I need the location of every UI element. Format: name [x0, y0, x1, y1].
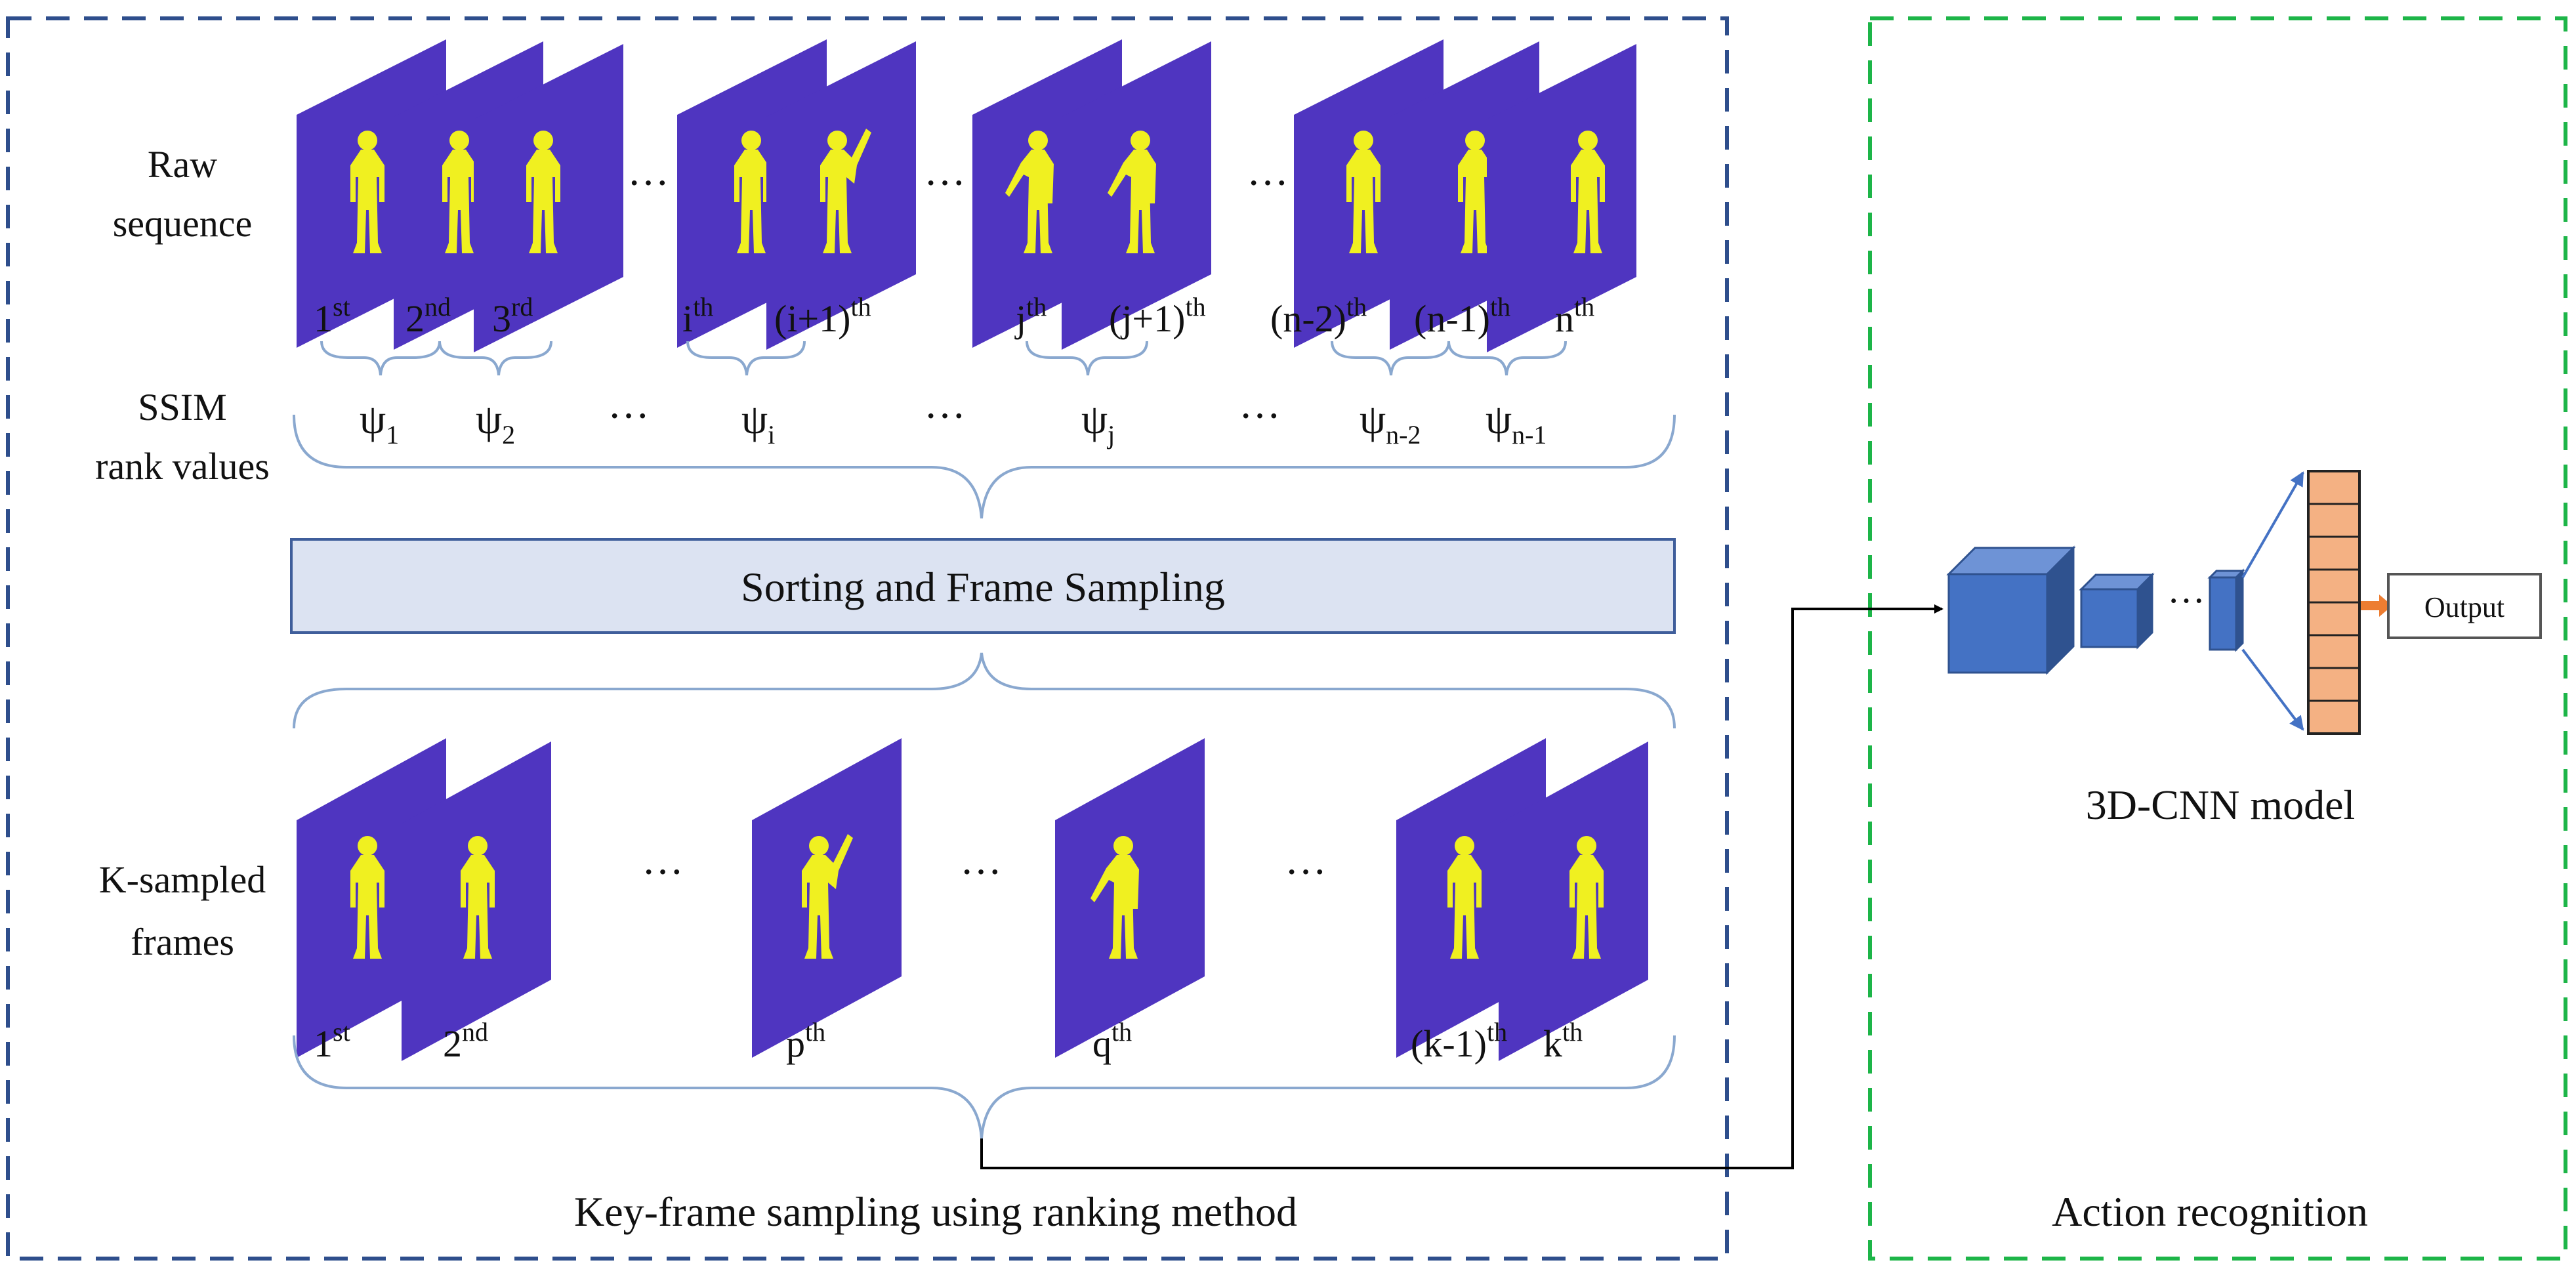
psi-n-1: ψn-1 — [1485, 396, 1547, 449]
raw-label-line1: Raw — [148, 143, 217, 186]
brace-psi-1 — [320, 341, 441, 376]
raw-label-2nd: 2nd — [405, 292, 451, 340]
raw-label-line2: sequence — [113, 202, 253, 245]
sorting-box-label: Sorting and Frame Sampling — [741, 564, 1225, 610]
fc-layer — [2307, 470, 2361, 735]
output-arrow — [2361, 595, 2392, 617]
raw-frame-n — [1487, 44, 1636, 352]
k-label-line2: frames — [131, 921, 234, 963]
sampled-frames — [297, 738, 1648, 1061]
brace-psi-j — [1026, 341, 1148, 376]
brace-psi-i — [686, 341, 806, 376]
right-panel-caption: Action recognition — [2052, 1188, 2368, 1235]
raw-label-j1th: (j+1)th — [1109, 292, 1206, 340]
cnn-fan-arrow-bottom — [2241, 648, 2304, 731]
raw-label-i1th: (i+1)th — [774, 292, 871, 340]
sampled-frame-k — [1499, 741, 1648, 1061]
brace-below-sorting — [293, 652, 1676, 729]
psi-2: ψ2 — [476, 396, 515, 449]
sorting-box — [290, 538, 1676, 634]
cnn-cube-large — [1946, 545, 2076, 675]
cnn-model: ··· Output — [1946, 470, 2542, 735]
raw-label-ith: ith — [682, 292, 713, 340]
raw-label-3rd: 3rd — [492, 292, 533, 340]
raw-frame-j1 — [1062, 41, 1211, 350]
sampled-label-kth: kth — [1543, 1017, 1583, 1065]
sampled-label-qth: qth — [1092, 1017, 1132, 1065]
sampled-ellipsis-2: ··· — [960, 848, 1002, 895]
raw-frame-i1 — [766, 41, 916, 350]
brace-ssim-large — [293, 414, 1676, 519]
psi-ellipsis-3: ··· — [1239, 392, 1281, 439]
cnn-cube-small — [2207, 568, 2245, 652]
psi-ellipsis-2: ··· — [924, 392, 966, 439]
k-label-line1: K-sampled — [99, 858, 266, 901]
psi-j: ψj — [1081, 396, 1115, 449]
brace-psi-n2 — [1331, 341, 1450, 376]
psi-1: ψ1 — [360, 396, 399, 449]
raw-label-jth: jth — [1014, 292, 1047, 340]
connector-arrow — [980, 604, 1943, 1169]
psi-n-2: ψn-2 — [1360, 396, 1421, 449]
raw-ellipsis-1: ··· — [627, 159, 669, 206]
brace-psi-2 — [438, 341, 552, 376]
cnn-ellipsis: ··· — [2167, 579, 2205, 622]
sampled-label-2nd: 2nd — [443, 1017, 488, 1065]
brace-sampled-bottom — [293, 1035, 1676, 1139]
raw-frame-3 — [474, 44, 623, 352]
ssim-label-line2: rank values — [95, 445, 270, 488]
brace-psi-n1 — [1447, 341, 1567, 376]
sampled-ellipsis-1: ··· — [642, 848, 684, 895]
sampled-frame-p — [752, 738, 902, 1058]
cnn-model-label: 3D-CNN model — [2086, 782, 2356, 828]
raw-ellipsis-2: ··· — [924, 159, 966, 206]
pair-braces — [320, 341, 1567, 376]
cnn-cube-medium — [2079, 572, 2155, 650]
raw-ellipsis-3: ··· — [1247, 159, 1289, 206]
output-label: Output — [2424, 591, 2504, 623]
sampled-frame-q — [1055, 738, 1205, 1058]
sampled-label-pth: pth — [786, 1017, 825, 1065]
psi-i: ψi — [741, 396, 775, 449]
ssim-label-line1: SSIM — [138, 386, 226, 428]
left-panel-caption: Key-frame sampling using ranking method — [574, 1188, 1297, 1235]
output-box — [2387, 573, 2542, 639]
raw-frames — [297, 39, 1636, 352]
raw-label-n1th: (n-1)th — [1414, 292, 1510, 340]
left-panel-border — [6, 16, 1729, 1261]
sampled-label-1st: 1st — [314, 1017, 350, 1065]
raw-label-nth: nth — [1555, 292, 1594, 340]
raw-label-1st: 1st — [314, 292, 350, 340]
sampled-label-k1th: (k-1)th — [1411, 1017, 1507, 1065]
psi-ellipsis-1: ··· — [608, 392, 650, 439]
raw-label-n2th: (n-2)th — [1270, 292, 1367, 340]
sampled-frame-2 — [402, 741, 551, 1061]
sampled-ellipsis-3: ··· — [1285, 848, 1327, 895]
cnn-fan-arrow-top — [2241, 471, 2304, 578]
